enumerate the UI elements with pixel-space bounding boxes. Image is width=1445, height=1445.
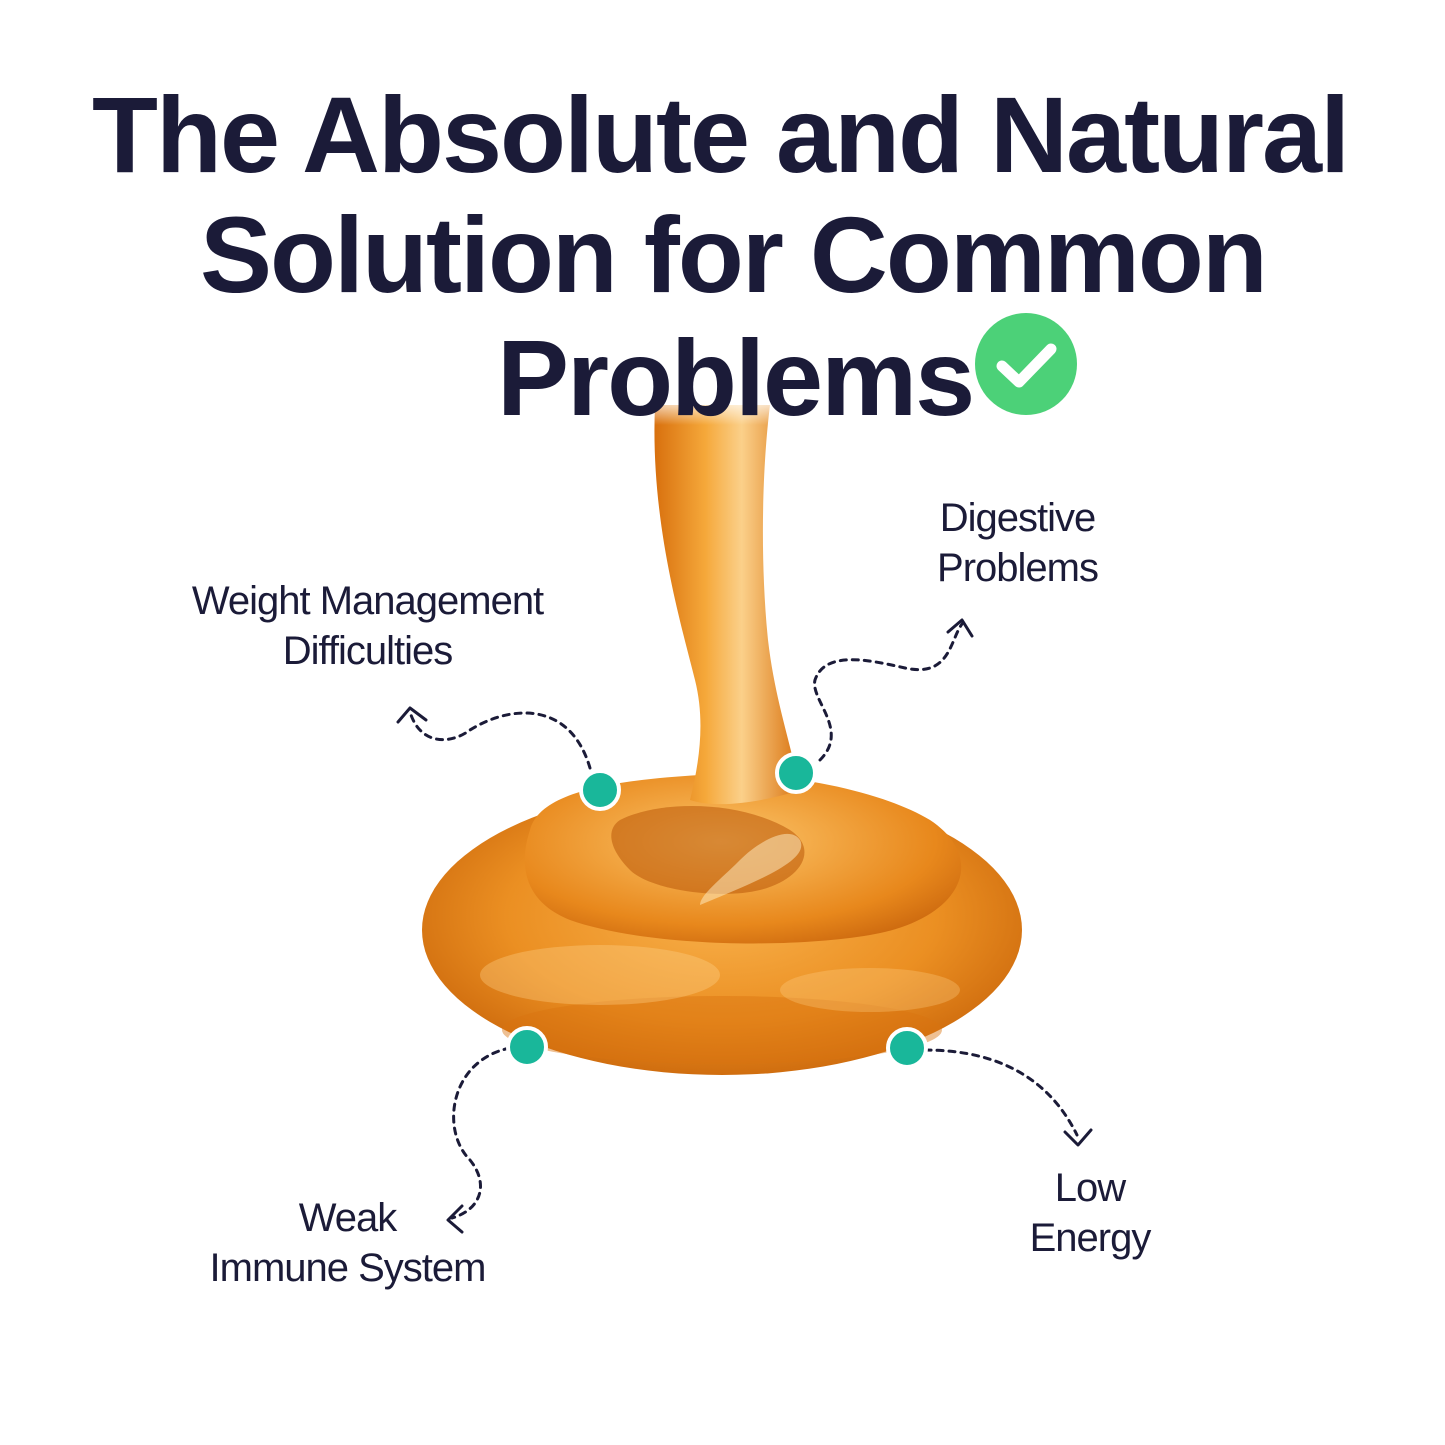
label-digestive-problems: Digestive Problems <box>937 496 1099 590</box>
label-weight-management: Weight Management Difficulties <box>191 579 544 673</box>
marker-digestive[interactable] <box>775 752 817 794</box>
marker-immune[interactable] <box>506 1026 548 1068</box>
title-line-2: Solution for Common <box>200 194 1268 315</box>
syrup-stream <box>654 405 800 805</box>
arrowhead-immune <box>446 1204 464 1234</box>
check-circle-icon <box>975 313 1077 415</box>
label-weak-immune-system: Weak Immune System <box>209 1196 487 1290</box>
arrowhead-weight <box>396 706 428 724</box>
label-low-energy: Low Energy <box>1029 1166 1152 1260</box>
connector-immune <box>450 1046 512 1220</box>
connector-digestive <box>813 622 964 762</box>
marker-weight[interactable] <box>579 769 621 811</box>
arrowhead-energy <box>1063 1128 1093 1147</box>
connector-weight <box>408 710 592 770</box>
connector-energy <box>923 1048 1079 1137</box>
arrowhead-digestive <box>946 618 974 638</box>
title-line-1: The Absolute and Natural <box>92 74 1350 195</box>
title-line-3: Problems <box>497 317 975 438</box>
marker-energy[interactable] <box>886 1027 928 1069</box>
